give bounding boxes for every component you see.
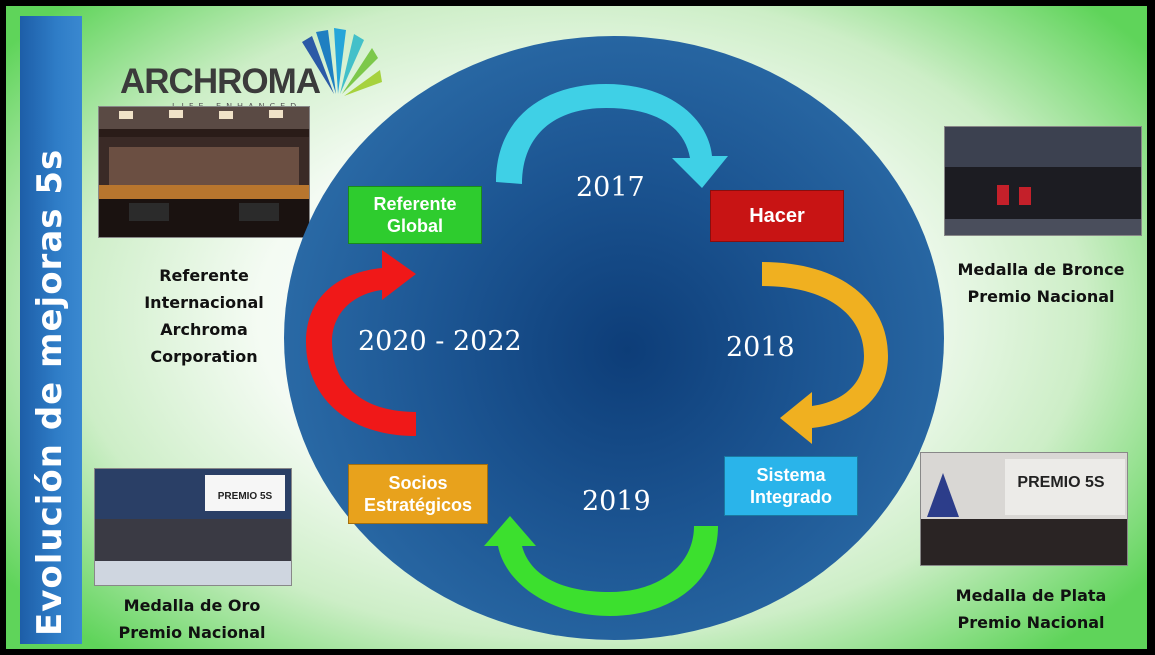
year-label: 2018 xyxy=(726,332,795,363)
photo-stage-event xyxy=(98,106,310,238)
arrow-2019 xyxy=(484,516,718,616)
logo-fan-icon xyxy=(302,28,382,96)
cycle-circle xyxy=(284,36,944,640)
caption-line: Medalla de Bronce Premio Nacional xyxy=(957,260,1125,306)
stage-sistema-integrado: Sistema Integrado xyxy=(724,456,858,516)
logo-wordmark: ARCHROMA xyxy=(120,62,321,101)
slide: Evolución de mejoras 5s ARCHROMA LIFE EN… xyxy=(6,6,1147,649)
caption-referente: Referente Internacional Archroma Corpora… xyxy=(104,262,304,370)
caption-line: Medalla de Oro Premio Nacional xyxy=(118,596,266,642)
banner-text: PREMIO 5S xyxy=(218,491,273,502)
year-label: 2019 xyxy=(582,486,651,517)
stage-label: Socios Estratégicos xyxy=(363,473,473,515)
caption-line: Referente Internacional Archroma Corpora… xyxy=(144,266,264,366)
caption-oro: Medalla de Oro Premio Nacional xyxy=(94,592,290,646)
stage-hacer: Hacer xyxy=(710,190,844,242)
arrow-2017 xyxy=(496,84,728,188)
caption-bronce: Medalla de Bronce Premio Nacional xyxy=(934,256,1147,310)
caption-plata: Medalla de Plata Premio Nacional xyxy=(930,582,1132,636)
year-label: 2020 - 2022 xyxy=(358,326,522,357)
sidebar: Evolución de mejoras 5s xyxy=(20,16,82,644)
arrow-2018 xyxy=(762,262,888,444)
stage-referente-global: Referente Global xyxy=(348,186,482,244)
stage-label: Hacer xyxy=(749,205,805,227)
photo-silver-medal-group: PREMIO 5S xyxy=(920,452,1128,566)
year-label: 2017 xyxy=(576,172,645,203)
stage-socios-estrategicos: Socios Estratégicos xyxy=(348,464,488,524)
photo-gold-medal-group: PREMIO 5S xyxy=(94,468,292,586)
arrow-2020-2022 xyxy=(306,250,416,436)
photo-bronze-medal-group xyxy=(944,126,1142,236)
stage-label: Referente Global xyxy=(373,194,457,236)
stage-label: Sistema Integrado xyxy=(749,465,832,507)
caption-line: Medalla de Plata Premio Nacional xyxy=(955,586,1107,632)
cycle-arrows xyxy=(306,84,888,616)
banner-text: PREMIO 5S xyxy=(1017,474,1104,491)
